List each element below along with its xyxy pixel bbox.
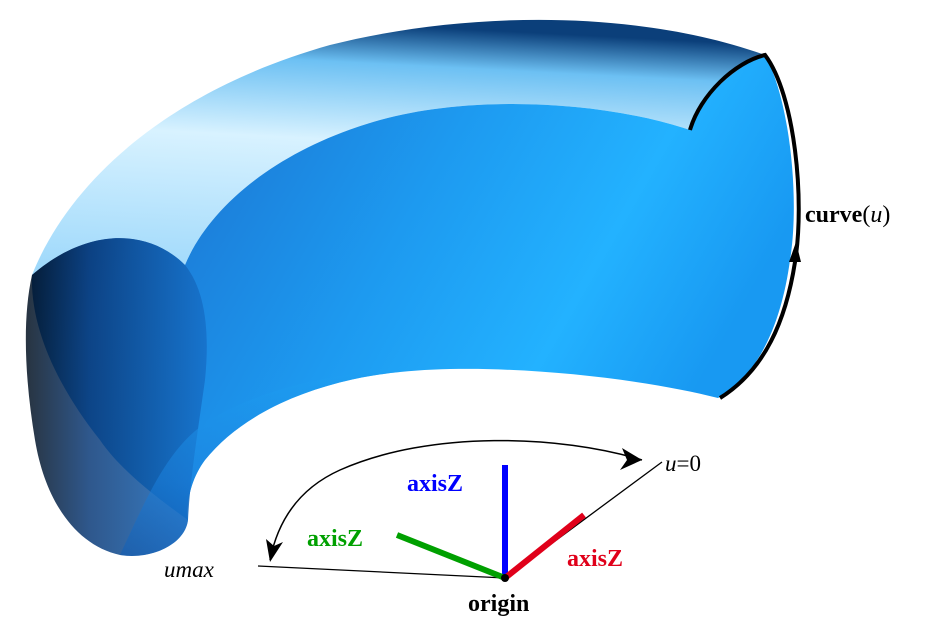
axis-green-label: axisZ — [307, 526, 363, 552]
u-zero-label: u=0 — [665, 451, 701, 476]
axis-blue-label: axisZ — [407, 471, 463, 497]
labels: curve(u) u=0 umax axisZ axisZ axisZ orig… — [164, 202, 890, 617]
curve-label-name: curve — [805, 202, 863, 228]
axis-red-label: axisZ — [567, 546, 623, 572]
surface-main-face — [31, 55, 794, 520]
curve-u-arrow — [789, 242, 801, 262]
origin-label: origin — [468, 591, 529, 617]
axis-red-line — [503, 512, 586, 581]
umax-ray — [257, 565, 506, 579]
surface-outer-band — [32, 19, 765, 275]
surface-lower-lobe — [120, 372, 400, 556]
curve-label-paren-open: ( — [862, 202, 870, 228]
origin-point — [501, 574, 509, 582]
sweep-arc — [269, 439, 643, 561]
axis-green-line — [395, 532, 507, 581]
curve-label: curve(u) — [805, 202, 890, 228]
u-zero-value: =0 — [677, 451, 701, 476]
curve-u-outline — [688, 52, 801, 400]
local-axes — [395, 465, 586, 582]
sweep-arc-arrow-u0 — [620, 448, 642, 470]
curve-label-paren-close: ) — [882, 202, 890, 228]
u-zero-param: u — [665, 451, 677, 476]
swept-surface — [25, 19, 801, 556]
sweep-arc-arrow-umax — [266, 539, 283, 562]
umax-label: umax — [164, 557, 215, 582]
curve-label-param: u — [870, 202, 882, 228]
